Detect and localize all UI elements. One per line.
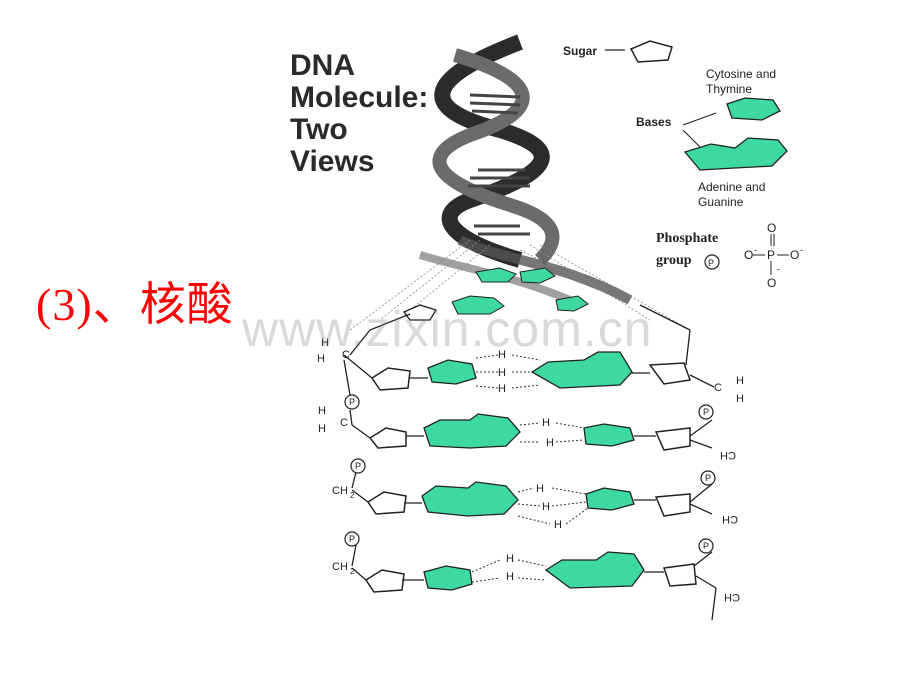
legend-line: Thymine [706,82,753,96]
figure-title: DNA Molecule: Two Views [290,50,428,178]
legend-sugar-label: Sugar [563,44,598,58]
chem-h: H [321,337,329,349]
chem-c: C [714,382,722,394]
chem-h-bond: H [542,501,550,513]
legend-bases-label: Bases [636,115,672,129]
formula-minus: - [777,264,780,274]
watermark: www.zixin.com.cn [242,301,653,357]
chem-ch2-inverted: CH [724,591,740,603]
phosphate-p-left: P [349,534,355,544]
chem-h: H [736,393,744,405]
legend-phosphate-label: Phosphate group [656,228,718,272]
chem-h: H [736,375,744,387]
formula-o-left: O [744,248,753,262]
chem-ch2: CH [332,485,348,497]
phosphate-p-right: P [703,541,709,551]
phosphate-p-right: P [703,407,709,417]
formula-minus: - [754,245,757,255]
chem-h: H [318,405,326,417]
slide-heading: (3)、核酸 [36,279,234,330]
legend-line: Adenine and [698,180,766,194]
figure-title-line: Molecule: [290,81,429,114]
chem-ch2-inverted: CH [720,449,736,461]
figure-title-line: Views [290,145,375,178]
legend-sugar-shape [629,40,673,63]
legend-line: Phosphate [656,231,719,246]
chem-h-bond: H [506,553,514,565]
formula-minus: - [800,245,803,255]
formula-o-top: O [767,221,776,235]
chem-subscript: 2 [350,491,355,500]
chem-c: C [340,417,348,429]
phosphate-formula: O O - P O - O - [744,221,803,290]
chem-ch2: CH [332,561,348,573]
figure-title-line: DNA [290,49,355,82]
figure-title-line: Two [290,113,348,146]
chem-c: C [342,349,350,361]
chem-ch2-inverted: CH [722,513,738,525]
formula-p: P [767,248,775,262]
chem-subscript: 2 [350,567,355,576]
phosphate-p-right: P [705,473,711,483]
double-helix [349,34,691,331]
legend-pyrimidine-shape [726,97,781,121]
phosphate-p-left: P [349,397,355,407]
legend-line: group [656,253,692,268]
chem-h-bond: H [498,383,506,395]
chem-h-bond: H [498,349,506,361]
legend-line: Cytosine and [706,67,777,81]
phosphate-symbol-circle [704,254,720,270]
chem-h-bond: H [506,571,514,583]
chem-h-bond: H [498,367,506,379]
chem-h-bond: H [542,417,550,429]
legend-line: Guanine [698,195,744,209]
chem-h: H [317,353,325,365]
phosphate-symbol-text: P [708,258,714,268]
chem-h: H [318,423,326,435]
legend-cytosine-thymine-label: Cytosine and Thymine [706,67,776,97]
legend-adenine-guanine-label: Adenine and Guanine [698,180,765,210]
chem-h-bond: H [554,519,562,531]
formula-o-bottom: O [767,276,776,290]
formula-o-right: O [790,248,799,262]
legend-purine-shape [683,137,788,171]
chem-h-bond: H [536,483,544,495]
chem-h-bond: H [546,437,554,449]
phosphate-p-left: P [355,461,361,471]
